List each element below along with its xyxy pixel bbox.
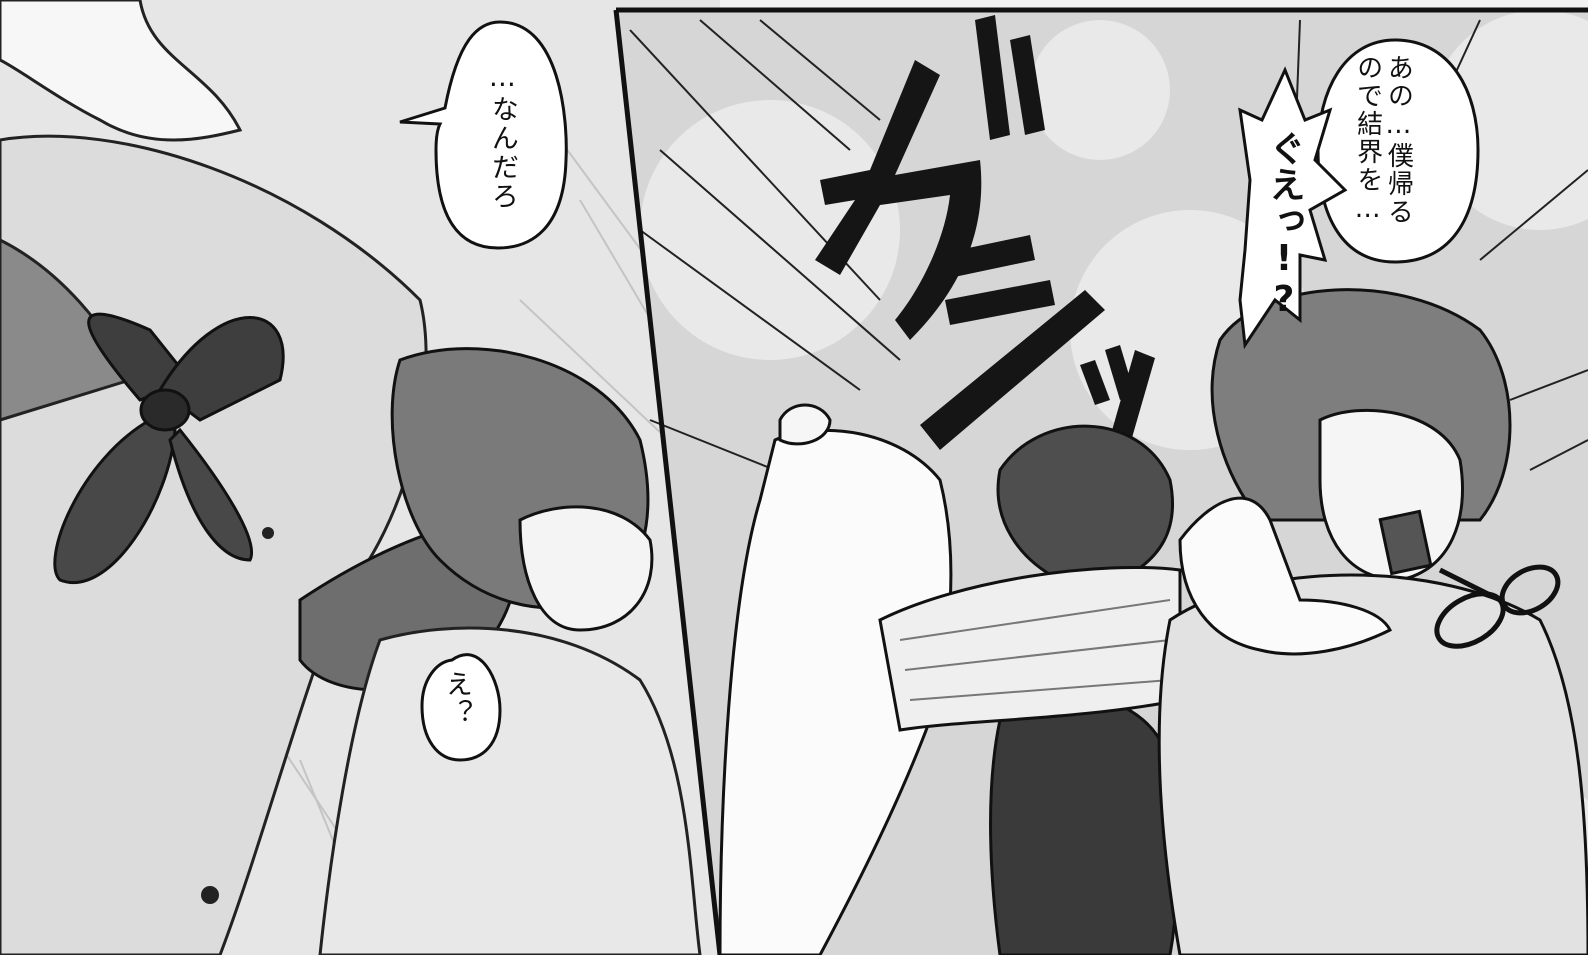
speech-text-nandaro: …なんだろ [486,62,518,211]
girl-hair [0,0,243,142]
panel-border [613,9,723,955]
speech-bubble [1316,38,1480,264]
speech-bubble [420,653,502,762]
boy-raised-hand [1178,496,1393,656]
speech-text-guet: ぐえっ!? [1263,130,1305,320]
ribbon-bow [53,312,285,584]
speech-bubble [399,20,568,250]
girl-white-hair [718,428,953,955]
boy-right-face [1318,408,1464,582]
left-panel [0,0,720,955]
girl-dark-body [989,693,1179,955]
boy-body [318,626,702,955]
boy-open-mouth [1378,509,1433,576]
speech-text-ano: あの…僕帰る ので結界を… [1352,54,1414,226]
shirt-button [201,886,219,904]
glasses-icon [1434,564,1561,649]
hair-bun [778,403,832,446]
stretch-lines [899,599,1171,701]
boy-face [518,505,654,632]
girl-dark-hair [996,424,1175,582]
speech-text-e: え？ [440,670,472,728]
boy-right-body [1157,573,1588,955]
right-panel [613,7,1588,955]
shirt-button [262,527,274,539]
shout-bubble [1238,66,1348,350]
